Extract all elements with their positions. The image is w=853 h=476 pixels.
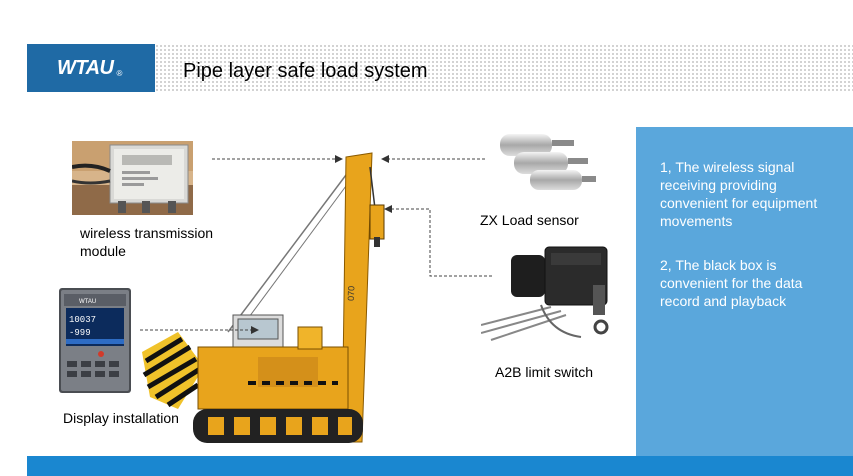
bottom-bar <box>27 456 853 476</box>
logo-text: WTAU <box>57 56 114 79</box>
logo: WTAU ® <box>27 44 155 92</box>
a2b-switch-label: A2B limit switch <box>495 364 594 380</box>
wireless-module-label: wireless transmission module <box>80 225 214 259</box>
info-point-1: 1, The wireless signal receiving providi… <box>660 159 818 229</box>
a2b-switch-image <box>480 245 631 342</box>
display-label: Display installation <box>63 410 179 426</box>
crane-model: 070 <box>346 286 357 301</box>
header-band <box>27 44 853 92</box>
display-value-second: -999 <box>69 328 91 338</box>
info-panel <box>636 127 853 457</box>
page-title: Pipe layer safe load system <box>183 60 428 82</box>
display-value-top: 10037 <box>69 315 96 325</box>
counterweight <box>142 332 204 409</box>
arrow-a2b <box>384 205 492 277</box>
wireless-module-image <box>71 141 193 215</box>
load-sensor-image <box>496 128 600 198</box>
pipelayer-crane-image: 070 <box>138 147 398 452</box>
info-point-2: 2, The black box is convenient for the d… <box>660 257 803 309</box>
registered-mark: ® <box>116 68 123 78</box>
display-image: WTAU 10037 -999 <box>59 288 131 393</box>
display-brand: WTAU <box>79 299 96 305</box>
load-sensor-label: ZX Load sensor <box>480 212 579 228</box>
